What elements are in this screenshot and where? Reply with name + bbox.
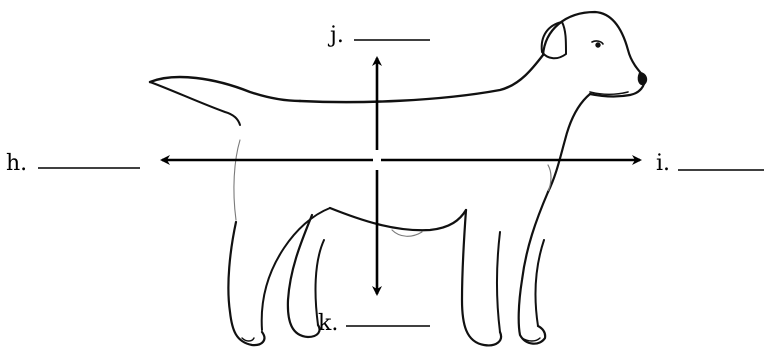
dog-front-leg-back — [460, 208, 503, 347]
arrow-crossing-gap — [373, 150, 381, 170]
dog-belly — [328, 206, 468, 232]
label-group-i: i. — [656, 151, 764, 176]
dog-neck-front — [546, 92, 592, 194]
dog-mouth — [589, 91, 629, 96]
dog-front-leg-front — [517, 190, 550, 345]
direction-arrows — [160, 56, 642, 296]
dog-rear-leg-front — [286, 213, 321, 339]
label-j: j. — [327, 23, 344, 48]
label-group-h: h. — [6, 151, 140, 176]
dog-chest-detail — [547, 164, 552, 193]
label-group-k: k. — [318, 311, 430, 336]
dog-rear-paw — [241, 337, 255, 342]
dog-head — [541, 10, 647, 98]
dog-illustration — [148, 10, 648, 347]
dog-tail — [148, 75, 302, 103]
dog-rear-leg-front-inner — [314, 239, 325, 326]
dog-ear — [540, 21, 567, 60]
label-group-j: j. — [327, 23, 430, 48]
label-k: k. — [318, 311, 338, 336]
dog-front-paw — [521, 337, 541, 342]
label-i: i. — [656, 151, 670, 176]
dog-eye-pupil — [595, 42, 601, 48]
dog-rear-leg-back — [227, 220, 266, 347]
label-h: h. — [6, 151, 27, 176]
dog-eye — [591, 40, 604, 45]
dog-back — [298, 53, 545, 104]
dog-nose — [637, 71, 648, 86]
dog-rear-leg-back-inner — [260, 207, 331, 331]
dog-body-outline — [233, 139, 241, 221]
dog-front-leg-back-inner — [496, 231, 501, 333]
dog-tail-underside — [149, 81, 241, 126]
dog-front-leg-front-inner — [534, 239, 545, 327]
dog-belly-inner — [391, 229, 423, 237]
